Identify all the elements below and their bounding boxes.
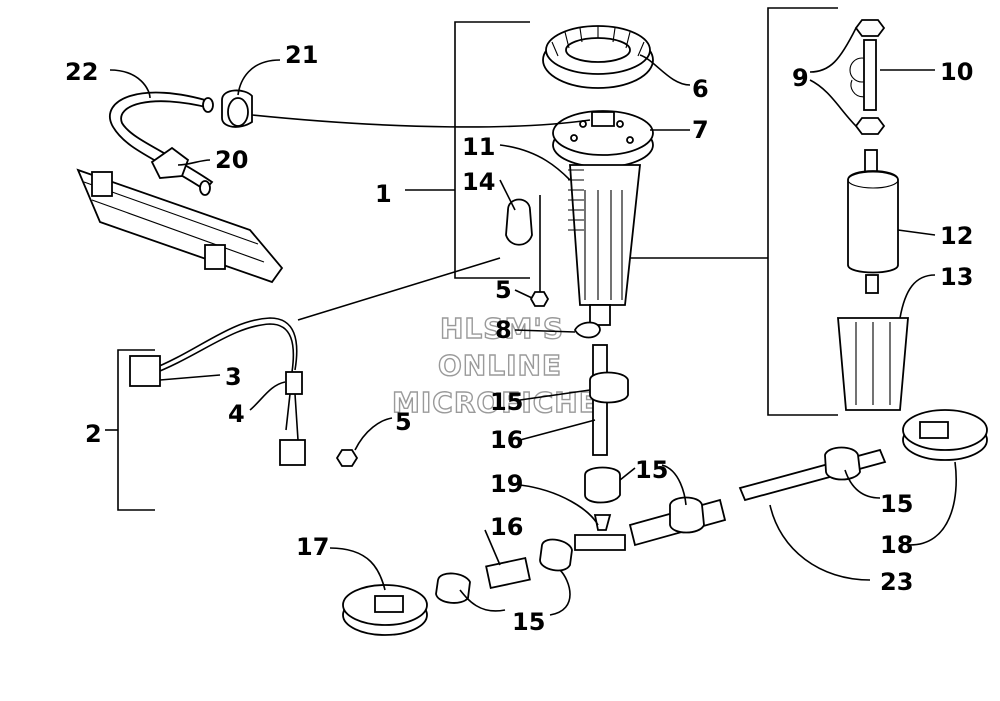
nut-9-bottom: [854, 117, 886, 135]
nut-9-top: [854, 19, 886, 37]
callout-17: 17: [296, 533, 329, 561]
callout-labels: 1 2 3 4 5 5 6 7 8 9 10 11 12 13 14 15 15…: [65, 41, 973, 636]
callout-13: 13: [940, 263, 973, 291]
pump-pigtail: [863, 39, 877, 111]
clamp-15-upper: [589, 371, 629, 404]
fuel-pump-12: [847, 170, 899, 274]
callout-12: 12: [940, 222, 973, 250]
callout-9: 9: [792, 64, 809, 92]
callout-15-mid: 15: [635, 456, 668, 484]
nut-5: [529, 291, 550, 307]
callout-21: 21: [285, 41, 318, 69]
callout-16-lower: 16: [490, 513, 523, 541]
clamp-15-lower: [435, 572, 471, 604]
callout-15-right: 15: [880, 490, 913, 518]
nut-5-harness: [335, 449, 359, 467]
rail-fitting-left: [91, 171, 113, 197]
seal-ring: [542, 25, 654, 89]
pump-module: [505, 110, 654, 339]
callout-22: 22: [65, 58, 98, 86]
callout-20: 20: [215, 146, 248, 174]
callout-15-lower: 15: [512, 608, 545, 636]
bracket-group-1: [454, 21, 530, 279]
watermark-line-3: MICROFICHE: [392, 386, 599, 419]
rail-fitting-right: [204, 244, 226, 270]
bracket-pump-group: [767, 7, 838, 416]
grommet-14: [505, 198, 533, 246]
callout-18: 18: [880, 531, 913, 559]
tee-19: [574, 534, 626, 551]
callout-19: 19: [490, 470, 523, 498]
pump-subassembly: [837, 19, 909, 411]
callout-6: 6: [692, 75, 709, 103]
clamp-15-far: [824, 446, 861, 481]
watermark: HLSM'S ONLINE MICROFICHE: [391, 311, 599, 419]
callout-1: 1: [375, 180, 392, 208]
callout-8: 8: [495, 316, 512, 344]
callout-10: 10: [940, 58, 973, 86]
callout-11: 11: [462, 133, 495, 161]
hose-clip-20: [150, 146, 190, 179]
callout-3: 3: [225, 363, 242, 391]
watermark-line-2: ONLINE: [438, 349, 562, 382]
connector-3: [129, 355, 161, 387]
callout-5-lower: 5: [395, 408, 412, 436]
group-brackets: [105, 7, 838, 511]
hose-23: [738, 448, 887, 502]
callout-2: 2: [85, 420, 102, 448]
fuel-rail-assembly: [76, 89, 284, 284]
wire-harness: [129, 317, 359, 467]
clip-8: [573, 321, 601, 339]
pump-housing: [569, 164, 642, 306]
callout-7: 7: [692, 116, 709, 144]
callout-15-upper: 15: [490, 388, 523, 416]
connector-plug: [279, 439, 306, 466]
fuel-lines: [342, 344, 988, 636]
callout-14: 14: [462, 168, 495, 196]
watermark-line-1: HLSM'S: [440, 312, 564, 345]
callout-16-upper: 16: [490, 426, 523, 454]
callout-5-upper: 5: [495, 276, 512, 304]
callout-23: 23: [880, 568, 913, 596]
hose-16-lower: [485, 557, 531, 589]
leader-lines: [109, 27, 957, 616]
harness-wire: [149, 317, 298, 371]
clamp-15-mid: [584, 466, 621, 504]
clamp-15-left: [539, 538, 573, 572]
callout-4: 4: [228, 400, 245, 428]
